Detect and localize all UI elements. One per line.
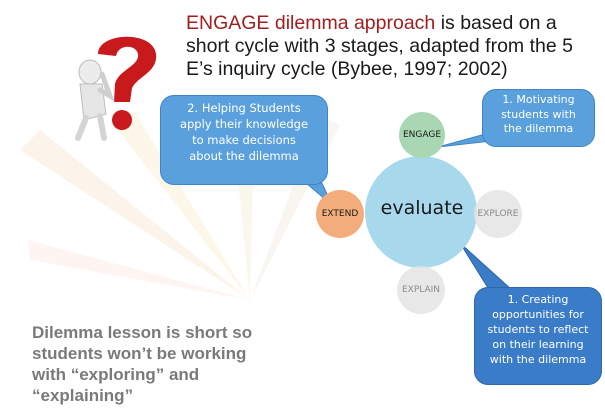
- callout-line: students to reflect: [487, 323, 589, 336]
- callout-creating-pointer: [459, 242, 514, 291]
- node-label-extend: EXTEND: [321, 209, 359, 219]
- callout-line: the dilemma: [503, 122, 574, 135]
- footer-line: “explaining”: [32, 386, 134, 405]
- heading-rest: is based on a short cycle with 3 stages,…: [186, 12, 573, 80]
- center-label-evaluate: evaluate: [380, 197, 464, 219]
- callout-line: on their learning: [492, 338, 584, 351]
- callout-line: about the dilemma: [189, 149, 299, 163]
- slide-heading: ENGAGE dilemma approach is based on a sh…: [186, 12, 601, 81]
- callout-line: 1. Motivating: [502, 93, 575, 106]
- callout-creating-opportunities: 1. Creating opportunities for students t…: [474, 287, 602, 385]
- node-label-engage: ENGAGE: [402, 130, 442, 140]
- node-label-explain: EXPLAIN: [401, 285, 441, 295]
- node-label-explore: EXPLORE: [477, 209, 519, 219]
- explain-circle: [397, 266, 445, 314]
- callout-helping-students: 2. Helping Students apply their knowledg…: [160, 95, 328, 185]
- footer-note: Dilemma lesson is short so students won’…: [32, 322, 372, 406]
- callout-motivating-students: 1. Motivating students with the dilemma: [482, 89, 595, 147]
- heading-accent: ENGAGE dilemma approach: [186, 12, 436, 34]
- footer-line: Dilemma lesson is short so: [32, 323, 253, 342]
- center-circle-evaluate: [365, 156, 477, 268]
- callout-line: to make decisions: [192, 133, 296, 147]
- extend-circle: [316, 190, 364, 238]
- callout-line: opportunities for: [492, 308, 584, 321]
- engage-circle: [399, 112, 445, 158]
- callout-line: with the dilemma: [489, 353, 587, 366]
- footer-line: with “exploring” and: [32, 365, 200, 384]
- callout-line: 2. Helping Students: [187, 101, 301, 115]
- footer-line: students won’t be working: [32, 344, 247, 363]
- callout-line: students with: [501, 107, 576, 121]
- callout-line: apply their knowledge: [179, 117, 309, 131]
- callout-line: 1. Creating: [507, 293, 569, 306]
- explore-circle: [474, 190, 522, 238]
- thinking-figure-question-mark-icon: [75, 36, 157, 141]
